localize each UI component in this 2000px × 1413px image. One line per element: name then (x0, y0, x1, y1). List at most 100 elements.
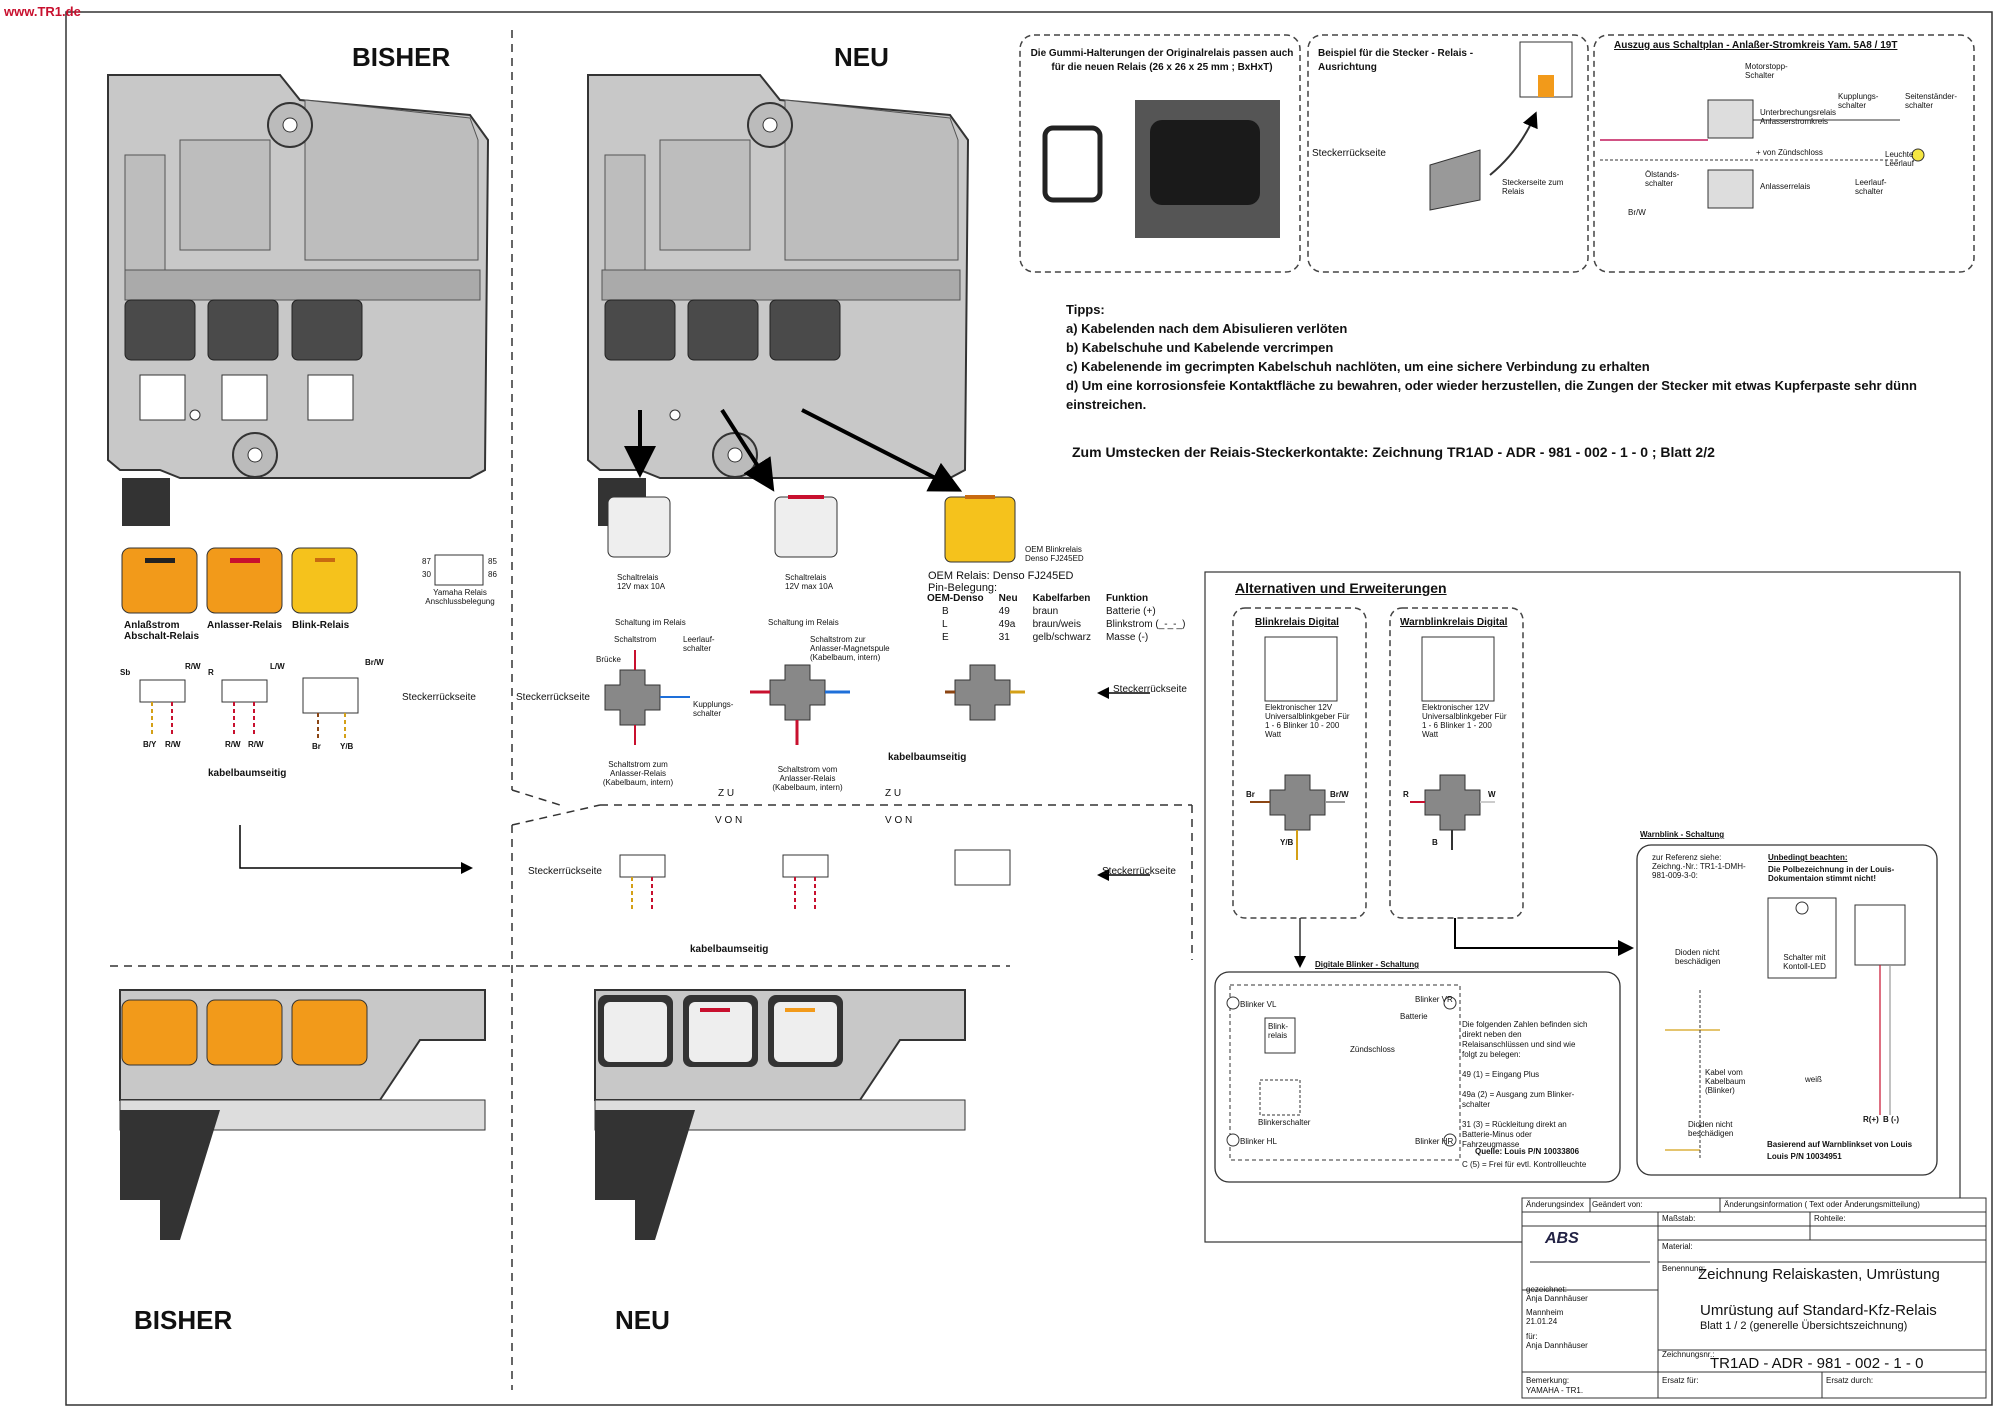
digitale-note: 31 (3) = Rückleitung direkt an Batterie-… (1462, 1120, 1567, 1149)
steckerrueckseite-bisher: Steckerrückseite (402, 692, 476, 703)
neu-housing-bottom (594, 989, 966, 1240)
relay-label: Anlasser-Relais (207, 620, 283, 631)
pin-table-cell: L (942, 619, 948, 630)
auszug-label: Leerlauf-schalter (1855, 178, 1887, 196)
schaltung-label-2: Schaltung im Relais (768, 618, 839, 627)
relay-anlasser (206, 547, 283, 614)
tb-benennung: Benennung: (1662, 1264, 1706, 1273)
steckerrueckseite-von: Steckerrückseite (528, 866, 602, 877)
pin-label: 86 (488, 570, 497, 579)
warn-desc: Elektronischer 12V Universalblinkgeber F… (1422, 703, 1507, 739)
tipp-d: d) Um eine korrosionsfeie Kontaktfläche … (1066, 378, 1917, 412)
auszug-label: Kupplungs-schalter (1838, 92, 1879, 110)
tb-fuer: für: (1526, 1332, 1538, 1341)
wire-label: Br (312, 742, 321, 751)
louis-pn-label: Louis P/N 10034951 (1767, 1152, 1842, 1161)
pin-table-cell: 49 (998, 606, 1010, 617)
neu-relay-slot-3 (769, 299, 841, 361)
relay-neu-2 (774, 496, 838, 558)
tb-zeichnungsnr: Zeichnungsnr.: (1662, 1350, 1715, 1359)
tb-ersatz-fuer: Ersatz für: (1662, 1376, 1699, 1385)
gummi-box (1019, 34, 1301, 273)
wire-label: W (1488, 790, 1496, 799)
auszug-label: Seitenständer-schalter (1905, 92, 1958, 110)
wire-label: B (1432, 838, 1438, 847)
tb-massstab: Maßstab: (1662, 1214, 1696, 1223)
wire-label: R (1403, 790, 1409, 799)
steckerrueckseite-label: Steckerrückseite (1312, 148, 1386, 159)
warnblink-box (1636, 844, 1938, 1176)
bisher-relay-slot-1 (124, 299, 196, 361)
r-plus-label: R(+) (1863, 1115, 1879, 1124)
tb-title2: Umrüstung auf Standard-Kfz-Relais (1700, 1302, 1937, 1319)
heading-neu-top: NEU (834, 42, 889, 72)
schaltung-label-1: Schaltung im Relais (615, 618, 686, 627)
blinker-label: Blinkerschalter (1258, 1118, 1311, 1127)
leerlaufschalter-label: Leerlauf-schalter (683, 635, 715, 653)
tipp-a: a) Kabelenden nach dem Abisulieren verlö… (1066, 321, 1348, 336)
tipps-block: Tipps: a) Kabelenden nach dem Abisuliere… (1066, 300, 1986, 414)
wire-label: R (208, 668, 214, 677)
wire-label: B/Y (143, 740, 157, 749)
wire-label: R/W (185, 662, 201, 671)
tipp-c: c) Kabelenende im gecrimpten Kabelschuh … (1066, 359, 1650, 374)
wire-label: Sb (120, 668, 131, 677)
steckerrueckseite-blink: Steckerrückseite (1113, 684, 1187, 695)
blinker-label: Blinker HL (1240, 1137, 1277, 1146)
pin-table-cell: braun (1032, 606, 1059, 617)
pin-table-cell: Masse (-) (1105, 632, 1149, 643)
blinker-label: Batterie (1400, 1012, 1428, 1021)
relay-neu-blink (944, 496, 1016, 563)
bruecke-label: Brücke (596, 655, 621, 664)
wire-label: Br/W (365, 658, 384, 667)
tb-yamaha: YAMAHA - TR1. (1526, 1386, 1584, 1395)
tb-bemerkung: Bemerkung: (1526, 1376, 1570, 1385)
relay-blink (291, 547, 358, 614)
von-label-1: V O N (715, 815, 743, 826)
pin-table-cell: gelb/schwarz (1032, 632, 1091, 643)
schalter-label: Schalter mit Kontoll-LED (1783, 953, 1826, 971)
schaltstrom-label: Schaltstrom (614, 635, 657, 644)
wire-label: Br (1246, 790, 1255, 799)
bisher-housing-top (107, 74, 490, 526)
auszug-label: Leuchte Leerlauf (1885, 150, 1914, 168)
digitale-note: 49 (1) = Eingang Plus (1462, 1070, 1540, 1079)
wire-label: L/W (270, 662, 285, 671)
relay-neu-1 (607, 496, 671, 558)
pin-table-cell: E (942, 632, 949, 643)
schaltrelais-label-1: Schaltrelais 12V max 10A (617, 573, 666, 591)
digitale-title: Digitale Blinker - Schaltung (1315, 960, 1420, 969)
tb-title1: Zeichnung Relaiskasten, Umrüstung (1698, 1266, 1940, 1283)
tb-rohteile: Rohteile: (1814, 1214, 1846, 1223)
pin-table-cell: 31 (998, 632, 1010, 643)
zu-label-1: Z U (718, 788, 735, 799)
beispiel-title: Beispiel für die Stecker - Relais - Ausr… (1318, 48, 1474, 73)
digitale-note: 49a (2) = Ausgang zum Blinker-schalter (1462, 1090, 1575, 1109)
von-label-2: V O N (885, 815, 913, 826)
site-url[interactable]: www.TR1.de (4, 4, 81, 19)
weiss-label: weiß (1805, 1075, 1822, 1084)
tipp-b: b) Kabelschuhe und Kabelende vercrimpen (1066, 340, 1334, 355)
auszug-label: Anlasserrelais (1760, 182, 1811, 191)
digitale-notes: Die folgenden Zahlen befinden sich direk… (1462, 1020, 1590, 1170)
tb-ersatz-durch: Ersatz durch: (1826, 1376, 1874, 1385)
wire-label: Br/W (1330, 790, 1349, 799)
dioden-label-1: Dioden nicht beschädigen (1675, 948, 1721, 966)
oem-relais: OEM Relais: Denso FJ245ED (928, 570, 1074, 582)
beachten-text: Die Polbezeichnung in der Louis-Dokument… (1768, 865, 1895, 883)
wire-label: Y/B (1280, 838, 1294, 847)
heading-bisher-bottom: BISHER (134, 1305, 233, 1335)
steckerrueckseite-neu: Steckerrückseite (516, 692, 590, 703)
digitale-note: C (5) = Frei für evtl. Kontrollleuchte (1462, 1160, 1587, 1169)
bisher-connectors (139, 677, 473, 874)
b-minus-label: B (-) (1883, 1115, 1899, 1124)
digitale-blinker-box (1214, 971, 1621, 1183)
relay-anlassstrom (121, 547, 198, 614)
pin-label: 85 (488, 557, 497, 566)
gummi-text: Die Gummi-Halterungen der Originalrelais… (1030, 48, 1294, 73)
relay-label: Anlaßstrom Abschalt-Relais (124, 620, 200, 642)
basierend-label: Basierend auf Warnblinkset von Louis (1767, 1140, 1913, 1149)
tb-logo: ABS (1545, 1230, 1579, 1247)
schaltstrom-vom-label: Schaltstrom vom Anlasser-Relais (Kabelba… (772, 765, 843, 792)
